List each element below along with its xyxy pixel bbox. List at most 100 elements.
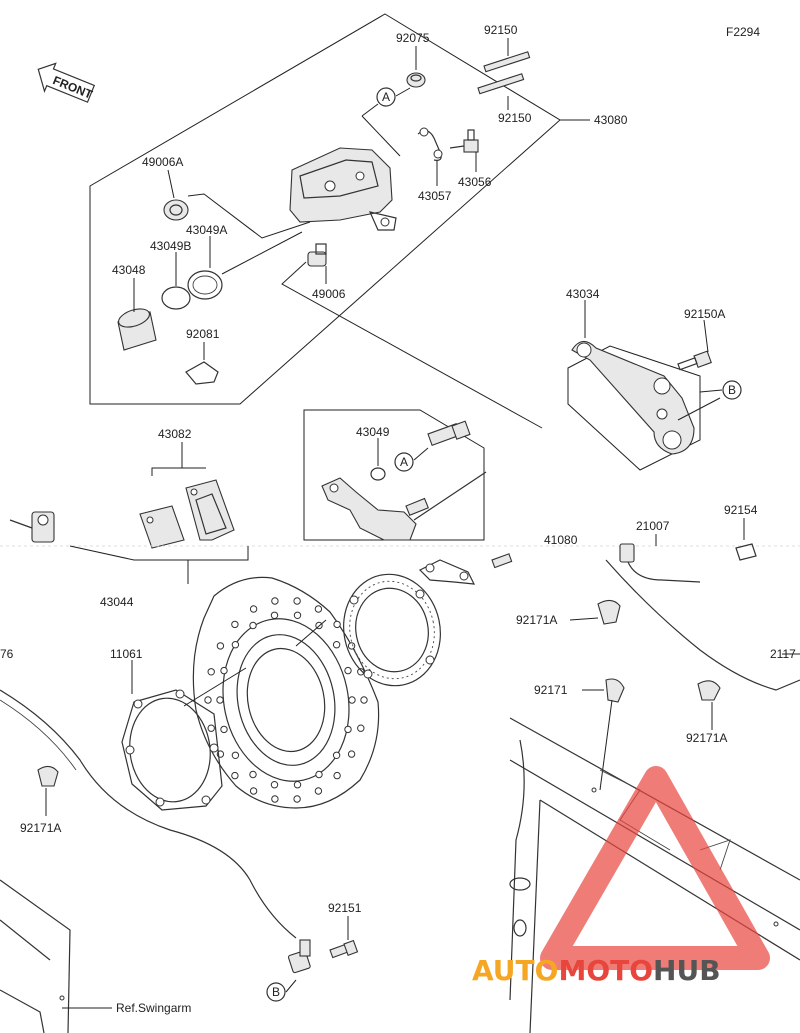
disc-hole <box>332 751 341 759</box>
caliper-body <box>289 147 397 231</box>
label-92150-mid: 92150 <box>498 111 532 125</box>
disc-hole <box>216 642 225 650</box>
sensor-cable-left <box>0 689 297 939</box>
swingarm-left <box>0 879 71 1033</box>
watermark-logo: AUTOMOTOHUB <box>472 766 770 987</box>
gasket-plate <box>121 689 223 811</box>
disc-hole <box>357 668 365 676</box>
label-92075: 92075 <box>396 31 430 45</box>
label-43049a: 43049A <box>186 223 227 237</box>
pad-clip <box>185 361 219 385</box>
label-49006a: 49006A <box>142 155 183 169</box>
disc-hole <box>270 781 279 789</box>
callout-a-top <box>376 87 396 107</box>
wheel-sensor-bottom <box>287 939 311 974</box>
callout-b-bottom-label: B <box>272 985 280 999</box>
disc-hole <box>271 795 279 803</box>
pin-seal <box>370 467 386 481</box>
pad-pins <box>477 51 531 95</box>
abs-sensor-ring <box>343 573 441 687</box>
label-43057: 43057 <box>418 189 452 203</box>
disc-hole <box>314 787 323 795</box>
disc-hole <box>271 597 279 605</box>
label-76: 76 <box>0 647 14 661</box>
disc-hole <box>207 724 215 732</box>
disc-hole <box>216 696 224 704</box>
cable-clip-2 <box>605 678 625 703</box>
disc-hole <box>348 696 356 704</box>
disc-hole <box>204 696 212 704</box>
torque-link-frame <box>567 345 701 471</box>
disc-hole <box>333 620 341 629</box>
disc-hole <box>314 605 323 613</box>
bracket-frame <box>303 409 485 541</box>
label-92171a-3: 92171A <box>20 821 61 835</box>
disc-hole <box>344 725 352 734</box>
cable-clip-1 <box>597 599 621 625</box>
disc-hole <box>249 605 258 613</box>
abs-sensor <box>619 543 701 583</box>
label-92171: 92171 <box>534 683 568 697</box>
caliper-assembly-frame <box>89 13 561 405</box>
watermark-auto: AUTO <box>472 954 558 987</box>
sensor-bolt <box>329 939 359 959</box>
label-21007: 21007 <box>636 519 670 533</box>
label-43048: 43048 <box>112 263 146 277</box>
disc-hole <box>231 771 239 780</box>
label-43044: 43044 <box>100 595 134 609</box>
slide-pin <box>427 420 471 446</box>
wheel-sensor-top <box>9 511 55 543</box>
caliper-bracket <box>321 477 417 541</box>
label-92151: 92151 <box>328 901 362 915</box>
piston-seal-a <box>187 270 223 300</box>
disc-hole <box>333 771 341 780</box>
disc-hole <box>231 620 239 629</box>
disc-hole <box>293 611 302 619</box>
disc-hole <box>231 751 240 759</box>
callout-b-right <box>722 380 742 400</box>
front-arrow-label: FRONT <box>51 73 95 102</box>
dust-boot <box>163 199 189 221</box>
disc-hole <box>220 725 228 734</box>
disc-hole <box>347 642 356 650</box>
label-92150a: 92150A <box>684 307 725 321</box>
bleeder-valve <box>449 129 479 153</box>
label-43080: 43080 <box>594 113 628 127</box>
label-43056: 43056 <box>458 175 492 189</box>
label-43049: 43049 <box>356 425 390 439</box>
label-2117: 2117 <box>770 647 796 661</box>
callout-a-top-label: A <box>382 90 390 104</box>
cable-clip-3 <box>697 680 721 701</box>
label-92150-top: 92150 <box>484 23 518 37</box>
piston-seal-b <box>161 286 191 310</box>
disc-hole <box>249 787 258 795</box>
label-92171a-2: 92171A <box>686 731 727 745</box>
disc-hole <box>360 696 368 704</box>
warning-triangle-icon <box>540 766 770 970</box>
front-arrow-icon: FRONT <box>37 62 96 103</box>
torque-link <box>571 340 695 455</box>
label-92154: 92154 <box>724 503 758 517</box>
disc-hole <box>207 668 215 676</box>
brake-disc <box>192 576 380 809</box>
disc-hole <box>332 641 341 649</box>
disc-hole <box>293 795 301 803</box>
disc-hole <box>347 750 356 758</box>
disc-hole <box>249 621 257 630</box>
rear-bracket-piece <box>418 559 476 585</box>
disc-hole <box>315 770 323 779</box>
callout-b-bottom <box>266 982 286 1002</box>
cable-clip-4 <box>37 765 59 787</box>
disc-hole <box>293 781 302 789</box>
label-43082: 43082 <box>158 427 192 441</box>
disc-hole <box>231 641 240 649</box>
svg-text:AUTOMOTOHUB: AUTOMOTOHUB <box>472 954 721 987</box>
disc-hole <box>270 611 279 619</box>
sensor-cable-right <box>605 559 800 691</box>
label-92171a-1: 92171A <box>516 613 557 627</box>
pin-boot <box>307 243 327 267</box>
callout-a-low-label: A <box>400 455 408 469</box>
disc-hole <box>220 666 228 675</box>
torque-link-bolt <box>677 350 712 371</box>
